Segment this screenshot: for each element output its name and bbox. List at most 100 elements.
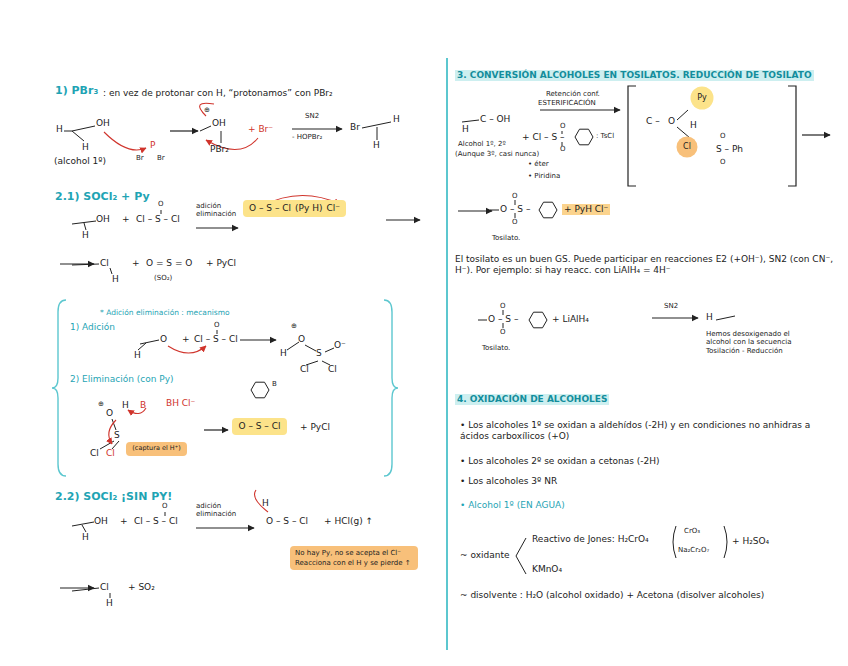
note-text: Cl [300, 364, 309, 375]
highlight-circle-shape [677, 137, 698, 158]
note-text: ESTERIFICACIÓN [538, 99, 596, 107]
note-text: H [262, 498, 269, 509]
note-text: Cl [100, 582, 109, 593]
note-text: O [106, 408, 113, 419]
note-text: H [82, 230, 89, 241]
note-text: ⊕ [291, 322, 297, 330]
note-text: ~ oxidante [460, 550, 509, 561]
note-text: S [316, 348, 322, 359]
note-text: OH [96, 214, 110, 225]
bond-line [716, 316, 735, 320]
reaction-arrow [386, 219, 420, 220]
note-text: O [512, 218, 518, 226]
mechanism-arrow [104, 132, 146, 150]
note-text: Cl [328, 364, 337, 375]
note-text: OH [94, 516, 108, 527]
bond-line [490, 210, 499, 211]
reaction-arrow [196, 527, 254, 528]
bond-line [305, 345, 316, 351]
note-text: H [106, 598, 113, 609]
highlight-text: Py [697, 93, 707, 103]
note-text: adición eliminación [196, 502, 240, 519]
mechanism-arrow [255, 490, 269, 512]
note-text: + Cl – S – [522, 132, 564, 143]
reaction-arrow [170, 130, 198, 131]
note-text: O [500, 302, 506, 310]
note-text: O [668, 116, 675, 127]
note-text: Retención conf. [546, 90, 600, 98]
note-text: KMnO₄ [532, 564, 562, 575]
note-text: O [560, 122, 566, 130]
highlight-text: (captura el H⁺) [132, 445, 180, 453]
bond-line [110, 593, 111, 598]
note-text: - HOPBr₂ [292, 133, 322, 141]
note-text: Tosilato. [492, 234, 520, 242]
highlight-text: Cl⁻ [326, 203, 340, 214]
note-text: O – S – [500, 204, 530, 215]
highlight-text: O – S – Cl [238, 421, 280, 432]
reagent-brace [673, 526, 676, 558]
page-divider [446, 58, 448, 650]
reaction-arrow [240, 339, 276, 340]
highlight-box: O – S – Cl [232, 418, 287, 435]
note-text: BH Cl⁻ [166, 398, 195, 409]
note-text: CrO₃ [684, 527, 700, 535]
bond-line [165, 512, 166, 516]
reagent-brace [724, 526, 727, 558]
highlight-box: (captura el H⁺) [126, 442, 187, 456]
note-text: S – Ph [716, 144, 743, 155]
note-text: + [132, 258, 140, 269]
reagent-brace [516, 526, 727, 574]
section-heading: 1) PBr₃ [55, 84, 98, 97]
reaction-arrow [652, 317, 698, 318]
note-text: El tosilato es un buen GS. Puede partici… [455, 254, 840, 276]
note-text: (Aunque 3º, casi nunca) [455, 150, 539, 158]
section-heading: 2.2) SOCl₂ ¡SIN PY! [55, 490, 172, 503]
note-text: Br [350, 122, 360, 133]
note-text: + [120, 516, 128, 527]
note-text: + Br⁻ [248, 124, 273, 135]
highlight-text: (Py H) [295, 203, 322, 214]
subheading: * Adición eliminación : mecanismo [100, 308, 230, 317]
bond-line [82, 525, 86, 532]
highlight-circle-shape [691, 87, 714, 110]
bond-line [110, 268, 112, 274]
bond-line [677, 127, 690, 138]
note-text: O [160, 334, 167, 345]
bond-line [200, 126, 211, 131]
reaction-arrow [196, 227, 238, 228]
bond-line [100, 441, 114, 449]
bond-line [377, 127, 378, 140]
mechanism-brace [384, 300, 398, 476]
highlight-circle: Py [690, 86, 714, 110]
note-text: + [122, 214, 130, 225]
highlight-circle: Cl [676, 136, 698, 158]
mechanism-arrow [168, 346, 206, 353]
note-text: Reactivo de Jones: H₂CrO₄ [532, 534, 649, 545]
note-text: Cl [100, 258, 109, 269]
note-text: Cl – S – Cl [136, 214, 180, 225]
bond-line [140, 340, 159, 344]
note-text: + PyCl [206, 258, 236, 269]
note-text: • Piridina [528, 172, 560, 180]
note-text: H [82, 142, 89, 153]
highlight-box: O – S – Cl(Py H)Cl⁻ [243, 200, 346, 217]
bond-line [72, 522, 94, 526]
intermediate-bracket [628, 86, 796, 186]
note-text: H [690, 120, 697, 131]
note-text: O [158, 200, 164, 208]
note-text: H [393, 114, 400, 125]
note-text: OH [212, 118, 226, 129]
benzene-ring [539, 202, 557, 218]
note-text: ⊕ [204, 106, 210, 114]
bond-line [112, 441, 119, 449]
note-text: Br [157, 154, 165, 162]
note-text: H [56, 124, 63, 135]
subheading: • Alcohol 1º (EN AGUA) [460, 500, 565, 511]
reaction-arrow [540, 109, 620, 110]
note-text: S [114, 430, 120, 441]
note-text: O – S – [488, 314, 518, 325]
note-text: Tosilato. [482, 344, 510, 352]
note-text: SN2 [664, 302, 678, 310]
reagent-brace [516, 538, 526, 574]
